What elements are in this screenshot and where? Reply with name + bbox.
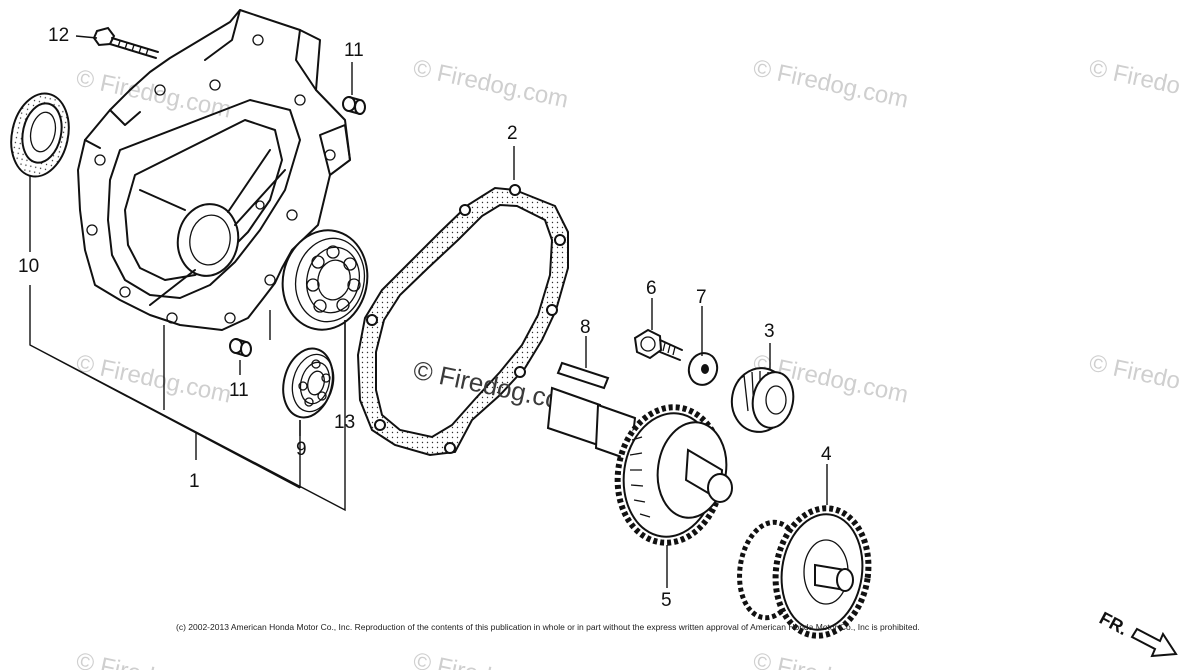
- watermark-text: © Firedo: [74, 647, 170, 670]
- callout-7: 7: [696, 287, 707, 308]
- transmission-case-part-1: [77, 9, 351, 331]
- callout-1: 1: [189, 471, 200, 492]
- leader-lines: [29, 35, 828, 588]
- copyright-notice: (c) 2002-2013 American Honda Motor Co., …: [176, 622, 920, 632]
- callout-12: 12: [48, 25, 69, 46]
- callout-5: 5: [661, 590, 672, 611]
- watermark-text: © Firedog.com: [411, 54, 571, 113]
- watermark-text: © Firedo: [1087, 54, 1180, 100]
- callout-labels: 1 2 3 4 5 6 7 8 9 10 11 11 12 13: [18, 25, 832, 611]
- callout-13: 13: [334, 412, 355, 433]
- callout-8: 8: [580, 317, 591, 338]
- callout-11-lower: 11: [229, 380, 249, 401]
- gear-part-3: [730, 367, 795, 433]
- callout-4: 4: [821, 444, 832, 465]
- callout-3: 3: [764, 321, 775, 342]
- bearing-part-13: [281, 229, 369, 331]
- callout-11-upper: 11: [344, 40, 364, 61]
- callout-2: 2: [507, 123, 518, 144]
- key-part-8: [556, 361, 610, 390]
- dowel-pin-part-11-upper: [342, 96, 366, 115]
- front-direction-indicator: FR.: [1096, 608, 1178, 658]
- shaft-gear-part-5: [546, 386, 733, 546]
- bolt-part-12: [92, 26, 159, 59]
- gear-part-4: [737, 505, 872, 639]
- watermark-text: © Firedo: [1087, 349, 1180, 395]
- oil-seal-part-10: [10, 92, 70, 178]
- watermark-text: © Firedog.com: [74, 349, 234, 408]
- washer-part-7: [687, 352, 719, 386]
- callout-10: 10: [18, 256, 39, 277]
- watermark-text: © Firedo: [411, 647, 507, 670]
- bearing-part-9: [282, 347, 335, 419]
- watermark-text: © Firedo: [751, 647, 847, 670]
- front-arrow-icon: [1130, 627, 1178, 658]
- dowel-pin-part-11-lower: [229, 338, 252, 357]
- flange-bolt-part-6: [633, 328, 683, 361]
- gasket-part-2: [356, 184, 569, 457]
- callout-6: 6: [646, 278, 657, 299]
- front-label: FR.: [1096, 608, 1131, 639]
- watermark-text: © Firedog.com: [751, 54, 911, 113]
- callout-9: 9: [296, 439, 307, 460]
